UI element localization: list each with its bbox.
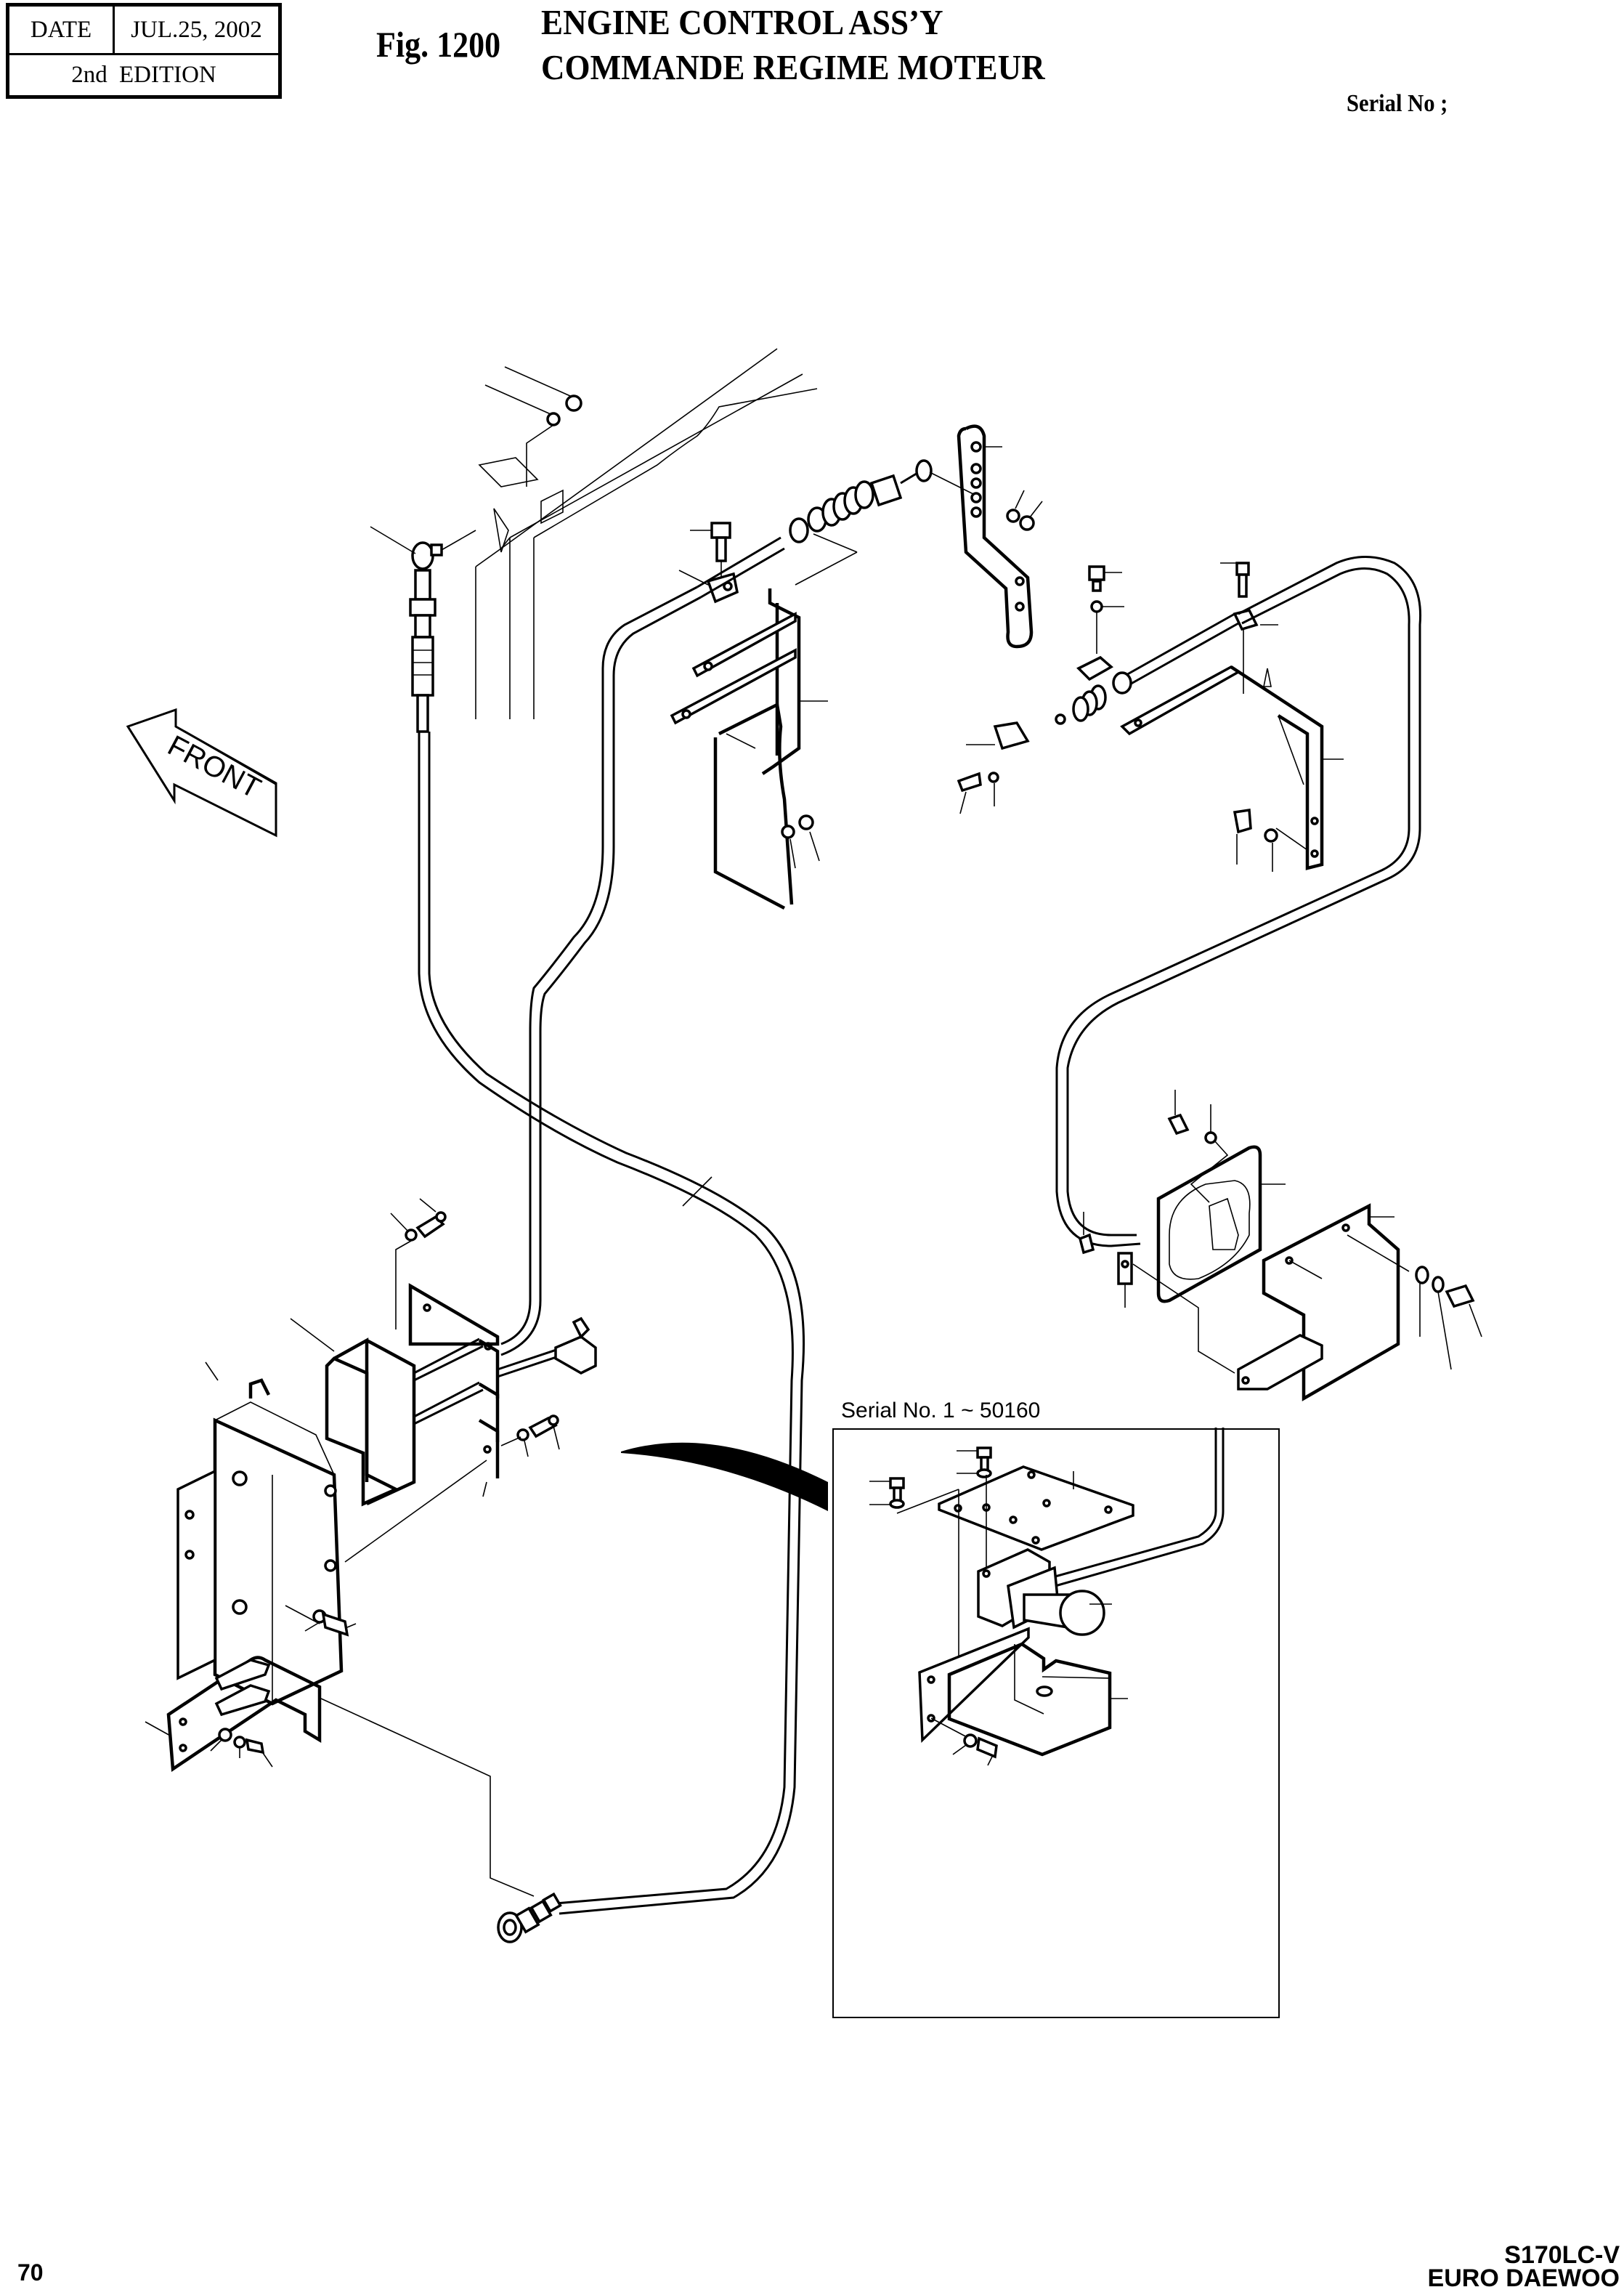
control-box xyxy=(176,1361,357,1706)
controller-unit xyxy=(290,1318,416,1507)
title-english: ENGINE CONTROL ASS’Y xyxy=(541,2,943,42)
bolts-mid-left xyxy=(390,1198,560,1457)
figure-number: Fig. 1200 xyxy=(376,24,501,65)
model-name: S170LC-V xyxy=(1504,2241,1620,2269)
front-arrow-label: FRONT xyxy=(163,729,266,805)
date-label: DATE xyxy=(9,7,115,53)
date-row: DATE JUL.25, 2002 xyxy=(9,7,278,55)
dial-switch-plate xyxy=(1078,1090,1286,1374)
inset-actuator-motor xyxy=(977,1548,1112,1636)
brand-name: EURO DAEWOO xyxy=(1427,2264,1620,2292)
cable-middle xyxy=(500,586,702,1356)
inset-motor-box xyxy=(918,1627,1128,1766)
date-edition-box: DATE JUL.25, 2002 2nd EDITION xyxy=(6,3,282,99)
mount-plate xyxy=(344,1283,500,1563)
bracket-upper-left xyxy=(670,588,828,910)
cable-upper-end xyxy=(370,526,476,733)
nut-upper xyxy=(484,366,582,487)
inset-frame xyxy=(832,1428,1280,2018)
cable-clamp-upper xyxy=(678,522,739,604)
connector xyxy=(497,1316,597,1378)
cable-lower-knob xyxy=(497,1892,562,1943)
serial-number-label: Serial No ; xyxy=(1347,90,1448,117)
mount-bracket-lower xyxy=(145,1656,535,1897)
cable-lower-left xyxy=(418,732,805,1915)
title-french: COMMANDE REGIME MOTEUR xyxy=(541,47,1045,87)
inset-serial-label: Serial No. 1 ~ 50160 xyxy=(841,1399,1041,1422)
page-number: 70 xyxy=(17,2259,44,2286)
inset-motor-plate xyxy=(869,1446,1134,1678)
cable-right-end xyxy=(957,565,1239,814)
edition-label: 2nd EDITION xyxy=(71,62,216,88)
callout-arc xyxy=(621,1442,828,1511)
cover-plate-right xyxy=(1237,1203,1482,1401)
front-direction-arrow: FRONT xyxy=(126,708,277,838)
model-info: S170LC-V EURO DAEWOO xyxy=(1427,2241,1620,2292)
date-value: JUL.25, 2002 xyxy=(131,16,262,43)
frame-panel xyxy=(475,348,818,719)
cable-loop-right xyxy=(1055,556,1422,1247)
cable-upper-bellows xyxy=(697,459,933,599)
bracket-upper-right xyxy=(1120,562,1344,872)
inset-cable xyxy=(1047,1428,1225,1589)
lever-bracket xyxy=(929,424,1043,649)
